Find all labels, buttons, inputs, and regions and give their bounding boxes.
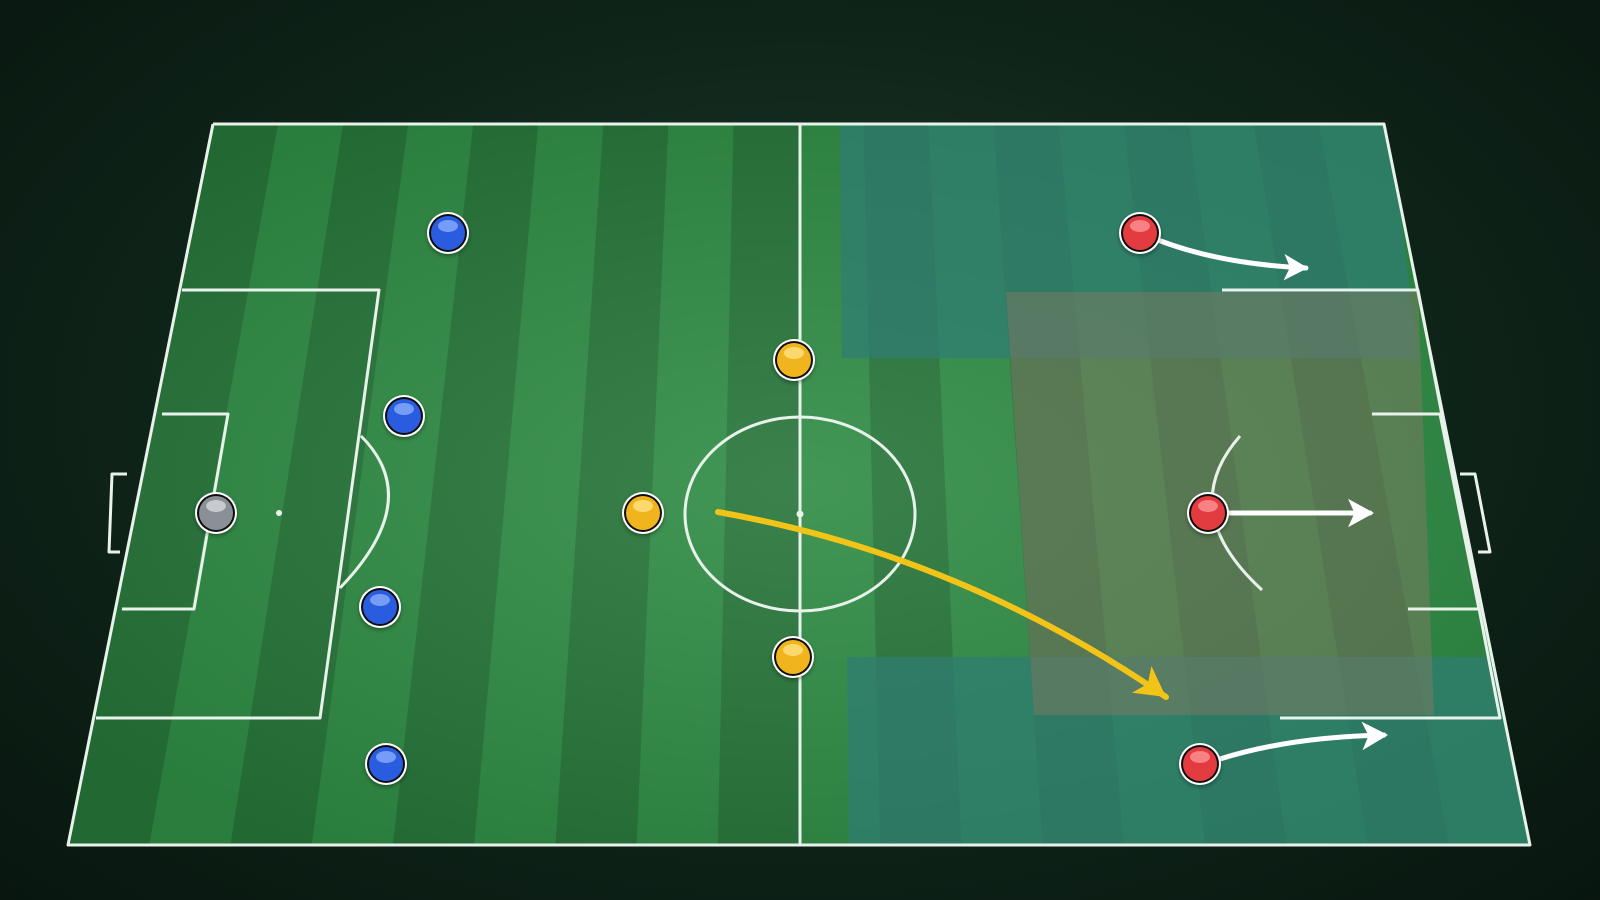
red-run-arrow-top <box>1155 237 1309 271</box>
arrow-head <box>1132 666 1166 697</box>
pitch-markings <box>66 122 1532 847</box>
player-red-forward-1[interactable] <box>1119 212 1161 254</box>
left-penalty-area <box>96 288 381 720</box>
player-gloss <box>438 220 458 232</box>
red-run-arrow-bottom <box>1217 732 1387 762</box>
player-gloss <box>633 500 653 512</box>
player-blue-defender-3[interactable] <box>359 586 401 628</box>
player-yellow-midfielder-3[interactable] <box>772 636 814 678</box>
player-gloss <box>376 751 396 763</box>
center-spot <box>796 510 804 518</box>
player-gloss <box>784 347 804 359</box>
right-goal-area <box>1372 412 1481 611</box>
player-blue-defender-1[interactable] <box>427 212 469 254</box>
arrow-head <box>1361 721 1388 751</box>
player-gloss <box>206 500 226 512</box>
players-layer <box>195 212 1229 785</box>
pitch-outline <box>66 122 1532 847</box>
player-red-forward-3[interactable] <box>1179 743 1221 785</box>
player-red-forward-2[interactable] <box>1187 492 1229 534</box>
right-goal <box>1460 472 1492 554</box>
player-gloss <box>1198 500 1218 512</box>
arrow-head <box>1283 253 1308 281</box>
left-penalty-spot <box>276 510 282 516</box>
left-penalty-arc <box>338 434 390 590</box>
through-ball-pass-arrow <box>715 509 1169 700</box>
center-circle <box>683 415 917 613</box>
movement-arrows <box>715 237 1388 762</box>
red-run-arrowhead-bottom <box>1361 721 1388 751</box>
player-yellow-midfielder-2[interactable] <box>773 339 815 381</box>
red-run-arrowhead-top <box>1283 253 1308 281</box>
left-goal <box>107 472 127 554</box>
player-yellow-midfielder-1[interactable] <box>622 492 664 534</box>
through-ball-arrowhead <box>1132 666 1166 697</box>
arrow-head <box>1348 498 1374 528</box>
player-gloss <box>1190 751 1210 763</box>
player-blue-defender-4[interactable] <box>365 743 407 785</box>
player-blue-defender-2[interactable] <box>383 395 425 437</box>
player-gloss <box>370 594 390 606</box>
player-gloss <box>394 403 414 415</box>
player-gloss <box>783 644 803 656</box>
red-run-arrowhead-middle <box>1348 498 1374 528</box>
player-goalkeeper[interactable] <box>195 492 237 534</box>
player-gloss <box>1130 220 1150 232</box>
